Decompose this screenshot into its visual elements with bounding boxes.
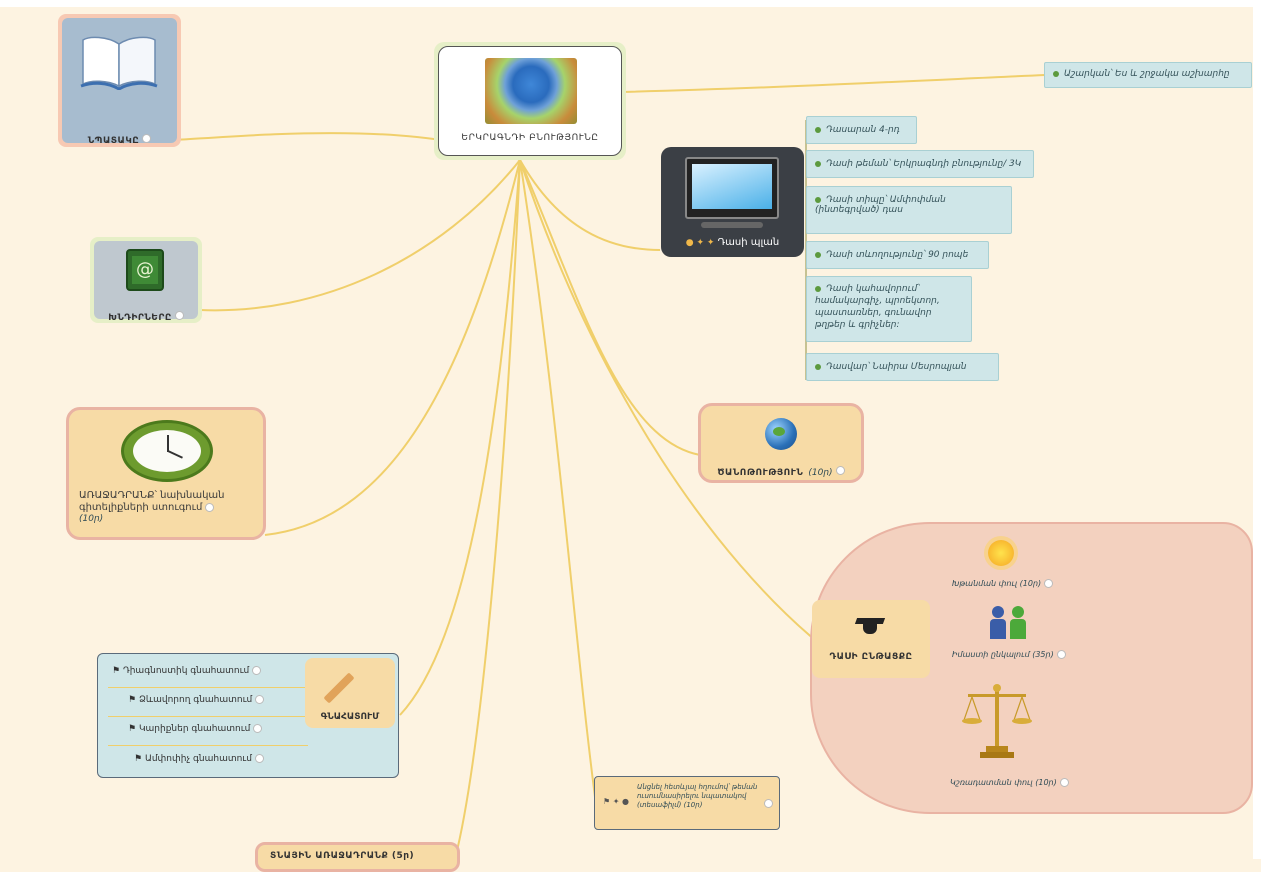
window-top-edge bbox=[0, 0, 1261, 7]
problems-label: ԽՆԴԻՐՆԵՐԸ bbox=[108, 313, 172, 323]
collapse-toggle[interactable] bbox=[835, 466, 845, 475]
collapse-toggle[interactable] bbox=[205, 502, 215, 512]
motivation-label: ԱՌԱՋԱԴՐԱՆՔ՝ նախնական գիտելիքների ստուգու… bbox=[79, 490, 225, 513]
goal-label: ՆՊԱՏԱԿԸ bbox=[87, 136, 140, 146]
motivation-node[interactable]: ԱՌԱՋԱԴՐԱՆՔ՝ նախնական գիտելիքների ստուգու… bbox=[66, 407, 266, 540]
assessment-item[interactable]: ⚑ Կարիքներ գնահատում bbox=[128, 724, 263, 735]
video-link-time: (10ր) bbox=[683, 801, 703, 809]
collapse-toggle[interactable] bbox=[142, 134, 152, 143]
window-right-edge bbox=[1253, 0, 1261, 859]
assessment-item[interactable]: ⚑ Ամփոփիչ գնահատում bbox=[134, 754, 264, 765]
motivation-time: (10ր) bbox=[79, 514, 104, 524]
earth-hands-image bbox=[485, 58, 577, 124]
problems-node[interactable]: @ ԽՆԴԻՐՆԵՐԸ bbox=[90, 237, 202, 323]
clock-icon bbox=[121, 420, 213, 482]
graduation-cap-icon bbox=[854, 614, 886, 638]
collapse-toggle[interactable] bbox=[764, 799, 773, 808]
stage-label[interactable]: Խթանման փուլ (10ր) bbox=[952, 578, 1054, 589]
subject-box[interactable]: Աշարկան՝ Ես և շրջակա աշխարհը bbox=[1044, 62, 1252, 88]
flag-icon: ⚑ ✦ ● bbox=[603, 797, 629, 806]
home-task-node[interactable]: ՏՆԱՅԻՆ ԱՌԱՋԱԴՐԱՆՔ (5ր) bbox=[255, 842, 460, 872]
collapse-toggle[interactable] bbox=[174, 311, 184, 320]
lesson-flow-node[interactable]: ԴԱՍԻ ԸՆԹԱՑՔԸ bbox=[812, 600, 930, 678]
central-node[interactable]: ԵՐԿՐԱԳՆԴԻ ԲՆՈՒԹՅՈՒՆԸ bbox=[434, 42, 626, 160]
lesson-plan-node[interactable]: ● ✦ ✦ Դասի պլան bbox=[661, 147, 804, 257]
book-icon bbox=[79, 30, 159, 91]
knowledge-node[interactable]: ԾԱՆՈԹՈՒԹՅՈՒՆ (10ր) bbox=[698, 403, 864, 483]
lesson-plan-item[interactable]: Դասի թեման՝ Երկրագնդի բնությունը/ 3Կ bbox=[806, 150, 1034, 178]
lesson-plan-item[interactable]: Դասի տևողությունը՝ 90 րոպե bbox=[806, 241, 989, 269]
video-link-label: Անցնել հետևյալ հղումով՝ թեման ուսումնասի… bbox=[637, 783, 758, 809]
home-task-label: ՏՆԱՅԻՆ ԱՌԱՋԱԴՐԱՆՔ (5ր) bbox=[270, 851, 415, 861]
lesson-plan-item[interactable]: Դասի տիպը՝ Ամփոփման (ինտեգրված) դաս bbox=[806, 186, 1012, 234]
scales-icon bbox=[960, 680, 1034, 760]
lesson-plan-item[interactable]: Դասվար՝ Նաիրա Մեսրոպյան bbox=[806, 353, 999, 381]
lesson-plan-label: Դասի պլան bbox=[717, 237, 780, 248]
stage-label[interactable]: Իմաստի ընկալում (35ր) bbox=[952, 649, 1066, 660]
assessment-item[interactable]: ⚑ Ձևավորող գնահատում bbox=[128, 695, 265, 706]
knowledge-label: ԾԱՆՈԹՈՒԹՅՈՒՆ bbox=[717, 468, 804, 478]
monitor-icon bbox=[685, 157, 779, 219]
pencil-icon bbox=[323, 672, 355, 704]
subject-label: Աշարկան՝ Ես և շրջակա աշխարհը bbox=[1064, 69, 1230, 79]
lesson-plan-item[interactable]: Դասի կահավորում՝ համակարգիչ, պրոեկտոր, պ… bbox=[806, 276, 972, 342]
lesson-flow-label: ԴԱՍԻ ԸՆԹԱՑՔԸ bbox=[829, 652, 913, 662]
video-link-node[interactable]: ⚑ ✦ ● Անցնել հետևյալ հղումով՝ թեման ուսո… bbox=[594, 776, 780, 830]
knowledge-time: (10ր) bbox=[808, 468, 833, 478]
people-icon bbox=[990, 606, 1030, 640]
goal-node[interactable]: ՆՊԱՏԱԿԸ bbox=[58, 14, 181, 147]
address-book-icon: @ bbox=[126, 249, 164, 291]
assessment-node[interactable]: ԳՆԱՀԱՏՈՒՄ bbox=[305, 658, 395, 728]
globe-icon bbox=[765, 418, 797, 450]
assessment-item[interactable]: ⚑ Դիագնոստիկ գնահատում bbox=[112, 666, 262, 677]
stage-label[interactable]: Կշռադատման փուլ (10ր) bbox=[950, 777, 1069, 788]
sun-icon bbox=[988, 540, 1014, 566]
lesson-plan-item[interactable]: Դասարան 4-րդ bbox=[806, 116, 917, 144]
assessment-label: ԳՆԱՀԱՏՈՒՄ bbox=[320, 712, 380, 722]
central-title: ԵՐԿՐԱԳՆԴԻ ԲՆՈՒԹՅՈՒՆԸ bbox=[461, 133, 599, 143]
